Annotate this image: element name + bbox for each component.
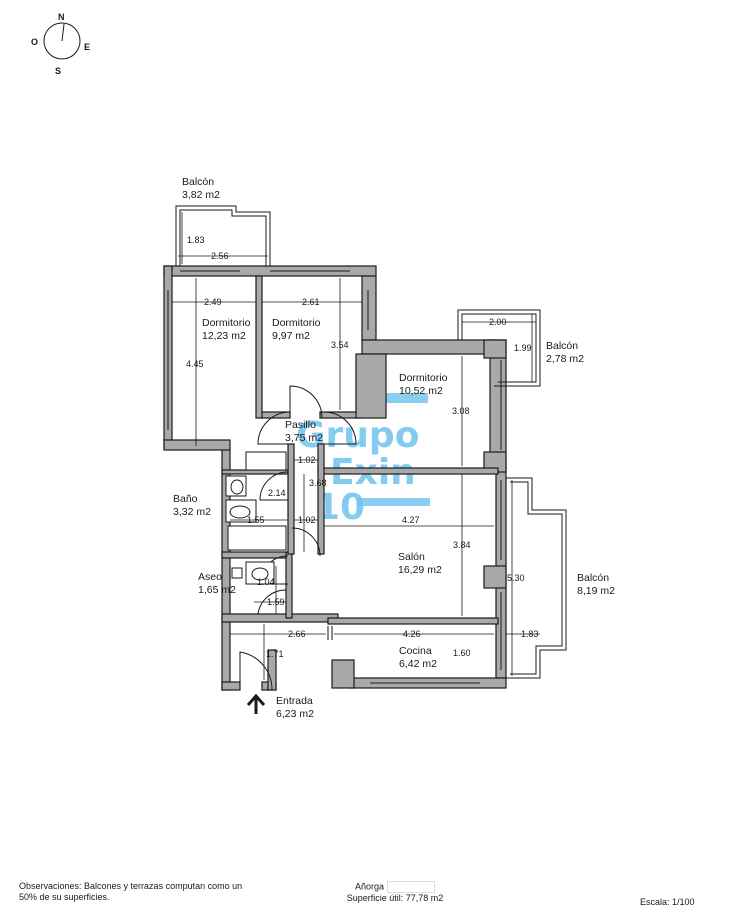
entrance-arrow-icon <box>246 693 266 714</box>
dim-2-56: 2.56 <box>211 251 229 261</box>
room-pasillo-name: Pasillo <box>285 419 316 431</box>
room-dorm3-area: 10,52 m2 <box>399 385 443 397</box>
dim-1-83-top: 1.83 <box>187 235 205 245</box>
room-entrada-name: Entrada <box>276 695 313 707</box>
compass-west: O <box>31 37 38 47</box>
scale-label: Escala: 1/100 <box>640 897 695 907</box>
dim-4-45: 4.45 <box>186 359 204 369</box>
room-aseo-area: 1,65 m2 <box>198 584 236 596</box>
dim-5-30: 5.30 <box>507 573 525 583</box>
room-balcon-top-area: 3,82 m2 <box>182 189 220 201</box>
balcony-big <box>506 477 567 679</box>
compass-circle <box>43 22 81 60</box>
room-balcon-right-name: Balcón <box>546 340 578 352</box>
compass-north: N <box>58 12 65 22</box>
observations-note: Observaciones: Balcones y terrazas compu… <box>19 881 243 902</box>
dim-3-84: 3.84 <box>453 540 471 550</box>
windows <box>167 270 502 684</box>
dimension-labels: 1.83 2.56 2.49 2.61 4.45 3.54 2.00 1.99 … <box>186 235 539 659</box>
watermark-line1: Grupo <box>296 415 419 456</box>
usable-area: Superficie útil: 77,78 m2 <box>346 893 444 903</box>
compass-east: E <box>84 42 90 52</box>
room-balcon-right-area: 2,78 m2 <box>546 353 584 365</box>
room-dorm3-name: Dormitorio <box>399 372 448 384</box>
dimension-lines <box>172 212 540 680</box>
dim-3-54: 3.54 <box>331 340 349 350</box>
room-balcon-big-area: 8,19 m2 <box>577 585 615 597</box>
room-dorm1-name: Dormitorio <box>202 317 251 329</box>
dim-1-83-right: 1.83 <box>521 629 539 639</box>
compass-south: S <box>55 66 61 76</box>
dim-1-59: 1.59 <box>267 597 285 607</box>
dim-4-27: 4.27 <box>402 515 420 525</box>
dim-4-26: 4.26 <box>403 629 421 639</box>
room-cocina-name: Cocina <box>399 645 432 657</box>
room-entrada-area: 6,23 m2 <box>276 708 314 720</box>
room-balcon-top-name: Balcón <box>182 176 214 188</box>
dim-1-71: 1.71 <box>266 649 284 659</box>
dim-1-04: 1.04 <box>257 577 275 587</box>
dim-1-55: 1.55 <box>247 515 265 525</box>
dim-2-61: 2.61 <box>302 297 320 307</box>
room-balcon-big-name: Balcón <box>577 572 609 584</box>
room-dorm1-area: 12,23 m2 <box>202 330 246 342</box>
dim-3-68: 3.68 <box>309 478 327 488</box>
room-bano-area: 3,32 m2 <box>173 506 211 518</box>
bath-fixtures <box>225 451 287 585</box>
room-dorm2-area: 9,97 m2 <box>272 330 310 342</box>
room-aseo-name: Aseo <box>198 571 222 583</box>
room-bano-name: Baño <box>173 493 198 505</box>
reference-box <box>387 881 436 893</box>
dim-1-99: 1.99 <box>514 343 532 353</box>
footer-center: Añorga Superficie útil: 77,78 m2 <box>320 881 470 904</box>
balcony-right <box>457 309 541 387</box>
dim-1-60: 1.60 <box>453 648 471 658</box>
dim-3-08: 3.08 <box>452 406 470 416</box>
room-dorm2-name: Dormitorio <box>272 317 321 329</box>
dim-1-02-bottom: 1.02 <box>298 515 316 525</box>
room-pasillo-area: 3,75 m2 <box>285 432 323 444</box>
compass: N S E O <box>31 12 90 76</box>
room-cocina-area: 6,42 m2 <box>399 658 437 670</box>
balcony-top <box>175 205 271 266</box>
location-row: Añorga <box>320 881 470 893</box>
dim-2-66: 2.66 <box>288 629 306 639</box>
room-salon-name: Salón <box>398 551 425 563</box>
room-salon-area: 16,29 m2 <box>398 564 442 576</box>
dim-2-49: 2.49 <box>204 297 222 307</box>
location-name: Añorga <box>354 881 385 892</box>
compass-needle <box>61 23 65 42</box>
dim-1-02-top: 1.02 <box>298 455 316 465</box>
dim-2-14: 2.14 <box>268 488 286 498</box>
dim-2-00: 2.00 <box>489 317 507 327</box>
room-labels: Balcón 3,82 m2 Dormitorio 12,23 m2 Dormi… <box>173 176 615 720</box>
